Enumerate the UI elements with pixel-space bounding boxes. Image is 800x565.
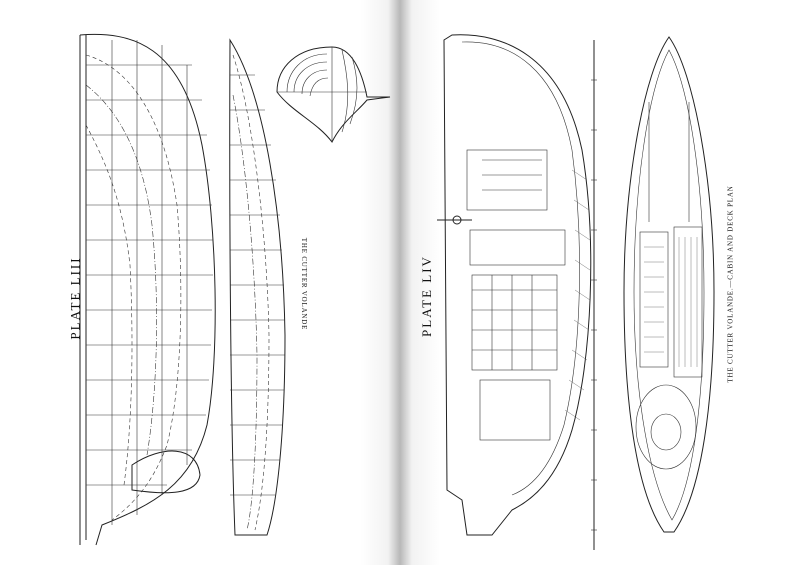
- plate-liv-caption: THE CUTTER VOLANDE.—CABIN AND DECK PLAN: [726, 185, 735, 383]
- right-page: PLATE LIV THE CUTTER VOLANDE.—CABIN AND …: [400, 0, 800, 565]
- body-plan-drawing: [229, 38, 286, 536]
- cabin-section-drawing: [437, 34, 592, 536]
- body-sections-drawing: [276, 46, 391, 143]
- plate-liii-label: PLATE LIII: [67, 256, 83, 340]
- deck-plan-drawing: [623, 36, 715, 533]
- scale-rule: [591, 40, 597, 550]
- half-breadth-plan-drawing: [79, 33, 216, 546]
- left-page: PLATE LIII THE CUTTER VOLANDE: [67, 33, 391, 546]
- plate-liii-caption: THE CUTTER VOLANDE: [300, 237, 309, 331]
- plate-liv-label: PLATE LIV: [418, 255, 434, 337]
